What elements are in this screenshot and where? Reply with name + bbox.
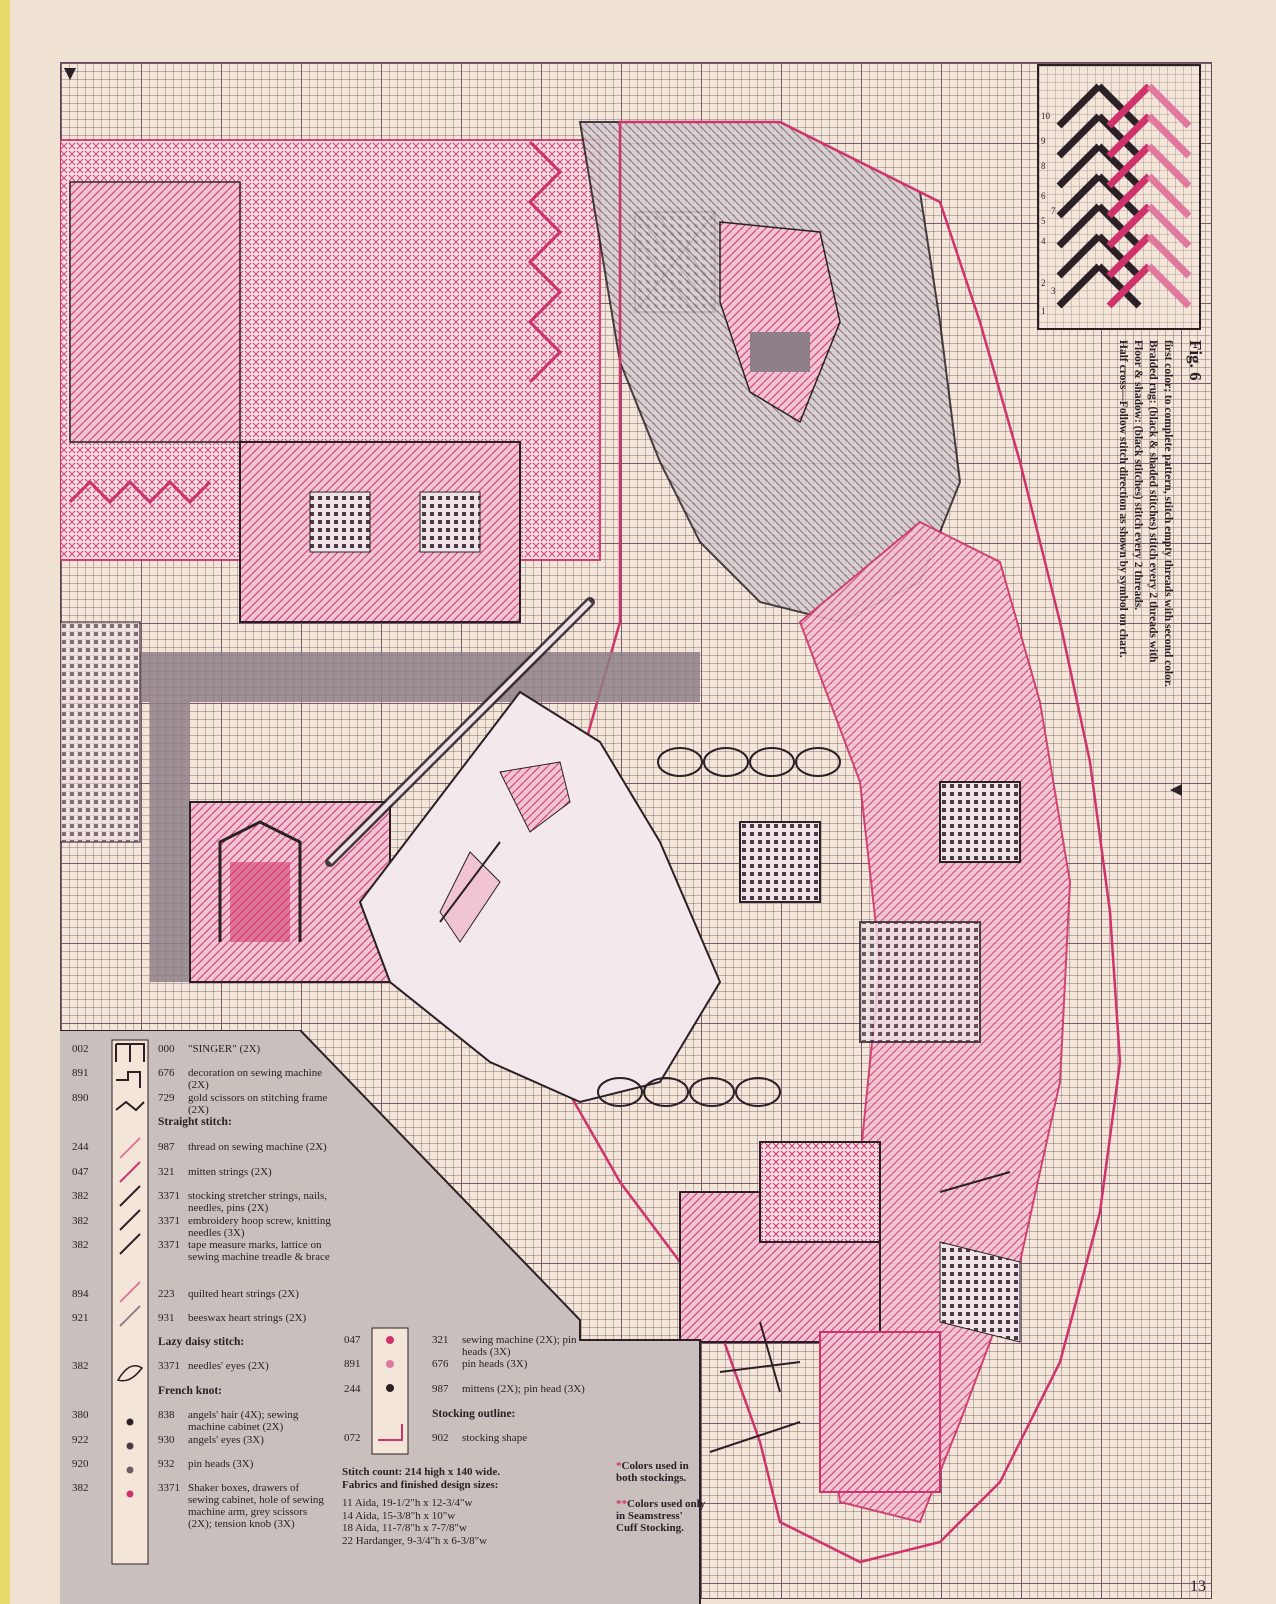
dmc-number: 931 bbox=[158, 1312, 175, 1324]
dmc-number: 3371 bbox=[158, 1482, 180, 1494]
figure-6-caption: Fig. 6 first color; to complete pattern,… bbox=[1108, 340, 1205, 785]
size-line: 18 Aida, 11-7/8"h x 7-7/8"w bbox=[342, 1522, 467, 1534]
floss-code: 244 bbox=[344, 1383, 361, 1395]
floss-code: 922 bbox=[72, 1434, 89, 1446]
figure-title: Fig. 6 bbox=[1186, 340, 1205, 381]
double-asterisk: ** bbox=[616, 1498, 627, 1510]
dmc-number: 676 bbox=[158, 1067, 175, 1079]
floss-code: 047 bbox=[344, 1334, 361, 1346]
note-both-stockings: *Colors used in both stockings. bbox=[616, 1460, 706, 1484]
size-line: 14 Aida, 15-3/8"h x 10"w bbox=[342, 1509, 456, 1522]
stitch-description: stocking shape bbox=[462, 1432, 528, 1444]
figure-tick: 2 bbox=[1041, 278, 1046, 288]
floss-code: 891 bbox=[344, 1358, 361, 1370]
floss-code: 890 bbox=[72, 1092, 89, 1104]
floss-code: 382 bbox=[72, 1215, 89, 1227]
dmc-number: 3371 bbox=[158, 1190, 180, 1202]
single-asterisk: * bbox=[616, 1460, 622, 1472]
figure-tick: 5 bbox=[1041, 216, 1046, 226]
floss-code: 072 bbox=[344, 1432, 361, 1444]
floss-code: 380 bbox=[72, 1409, 89, 1421]
dmc-number: 987 bbox=[158, 1141, 175, 1153]
stitch-description: pin heads (3X) bbox=[462, 1358, 528, 1370]
stitch-description: mittens (2X); pin head (3X) bbox=[462, 1383, 585, 1395]
legend-right-symbol-column bbox=[378, 1336, 403, 1441]
page-binding-edge bbox=[0, 0, 10, 1604]
caption-line: Floor & shadow: (black stitches) stitch … bbox=[1132, 340, 1144, 611]
dmc-number: 3371 bbox=[158, 1215, 180, 1227]
floss-code: 382 bbox=[72, 1239, 89, 1251]
dmc-number: 321 bbox=[432, 1334, 449, 1346]
sizes-heading: Fabrics and finished design sizes: bbox=[342, 1478, 499, 1491]
figure-6-braided-rug: 1 2 3 4 5 6 7 8 9 10 bbox=[1037, 64, 1201, 330]
size-line: 22 Hardanger, 9-3/4"h x 6-3/8"w bbox=[342, 1534, 488, 1547]
floss-code: 920 bbox=[72, 1458, 89, 1470]
stitch-description: tape measure marks, lattice on sewing ma… bbox=[188, 1239, 330, 1263]
dmc-number: 3371 bbox=[158, 1239, 180, 1251]
legend-header-french-knot: French knot: bbox=[158, 1385, 222, 1397]
size-line: 11 Aida, 19-1/2"h x 12-3/4"w bbox=[342, 1497, 473, 1509]
dmc-number: 321 bbox=[158, 1166, 175, 1178]
figure-tick: 10 bbox=[1041, 111, 1050, 121]
dmc-number: 932 bbox=[158, 1458, 175, 1470]
figure-tick: 1 bbox=[1041, 306, 1046, 316]
dmc-number: 838 bbox=[158, 1409, 175, 1421]
stitch-description: mitten strings (2X) bbox=[188, 1166, 272, 1178]
floss-code: 382 bbox=[72, 1190, 89, 1202]
stitch-description: quilted heart strings (2X) bbox=[188, 1288, 299, 1300]
dmc-number: 729 bbox=[158, 1092, 175, 1104]
dmc-number: 223 bbox=[158, 1288, 175, 1300]
dmc-number: 987 bbox=[432, 1383, 449, 1395]
floss-code: 047 bbox=[72, 1166, 89, 1178]
figure-tick: 3 bbox=[1051, 286, 1056, 296]
page-number: 13 bbox=[1190, 1578, 1206, 1595]
floss-code: 382 bbox=[72, 1482, 89, 1494]
figure-tick: 4 bbox=[1041, 236, 1046, 246]
note-seamstress-only: **Colors used only in Seamstress' Cuff S… bbox=[616, 1498, 706, 1534]
floss-code: 921 bbox=[72, 1312, 89, 1324]
stitch-description: pin heads (3X) bbox=[188, 1458, 254, 1470]
caption-line: first color; to complete pattern, stitch… bbox=[1162, 340, 1174, 687]
stitch-description: embroidery hoop screw, knitting needles … bbox=[188, 1215, 331, 1239]
note-text: Colors used in both stockings. bbox=[616, 1460, 689, 1484]
floss-code: 244 bbox=[72, 1141, 89, 1153]
stitch-description: needles' eyes (2X) bbox=[188, 1360, 269, 1372]
stitch-description: decoration on sewing machine (2X) bbox=[188, 1067, 323, 1091]
floss-code: 382 bbox=[72, 1360, 89, 1372]
dmc-number: 3371 bbox=[158, 1360, 180, 1372]
stitch-count-and-sizes: Stitch count: 214 high x 140 wide. Fabri… bbox=[342, 1466, 612, 1547]
stitch-description: sewing machine (2X); pin heads (3X) bbox=[462, 1334, 577, 1358]
figure-tick: 7 bbox=[1051, 206, 1056, 216]
figure-tick-numbers: 1 2 3 4 5 6 7 8 9 10 bbox=[1041, 66, 1056, 328]
legend-header-outline: Stocking outline: bbox=[432, 1408, 516, 1420]
floss-code: 002 bbox=[72, 1043, 89, 1055]
dmc-number: 676 bbox=[432, 1358, 449, 1370]
dmc-number: 000 bbox=[158, 1043, 175, 1055]
stitch-count: Stitch count: 214 high x 140 wide. bbox=[342, 1466, 500, 1478]
floss-code: 891 bbox=[72, 1067, 89, 1079]
legend-header-lazy-daisy: Lazy daisy stitch: bbox=[158, 1336, 245, 1348]
note-text: Colors used only in Seamstress' Cuff Sto… bbox=[616, 1498, 706, 1534]
stitch-description: gold scissors on stitching frame (2X) bbox=[188, 1092, 328, 1116]
caption-line: Half cross—Follow stitch direction as sh… bbox=[1117, 340, 1129, 658]
stitch-description: angels' hair (4X); sewing machine cabine… bbox=[188, 1409, 299, 1433]
dmc-number: 902 bbox=[432, 1432, 449, 1444]
stitch-description: stocking stretcher strings, nails, needl… bbox=[188, 1190, 328, 1214]
stitch-description: angels' eyes (3X) bbox=[188, 1434, 264, 1446]
legend-header-straight: Straight stitch: bbox=[158, 1116, 232, 1128]
chart-motifs bbox=[60, 68, 1182, 1564]
floss-code: 894 bbox=[72, 1288, 89, 1300]
stitch-description: thread on sewing machine (2X) bbox=[188, 1141, 327, 1153]
stitch-description: beeswax heart strings (2X) bbox=[188, 1312, 307, 1324]
stitch-description: Shaker boxes, drawers of sewing cabinet,… bbox=[188, 1482, 324, 1530]
figure-tick: 6 bbox=[1041, 191, 1046, 201]
dmc-number: 930 bbox=[158, 1434, 175, 1446]
stitch-description: "SINGER" (2X) bbox=[188, 1043, 261, 1055]
caption-line: Braided rug: (black & shaded stitches) s… bbox=[1147, 340, 1159, 663]
legend-symbol-column bbox=[115, 1043, 145, 1498]
figure-tick: 8 bbox=[1041, 161, 1046, 171]
figure-tick: 9 bbox=[1041, 136, 1046, 146]
